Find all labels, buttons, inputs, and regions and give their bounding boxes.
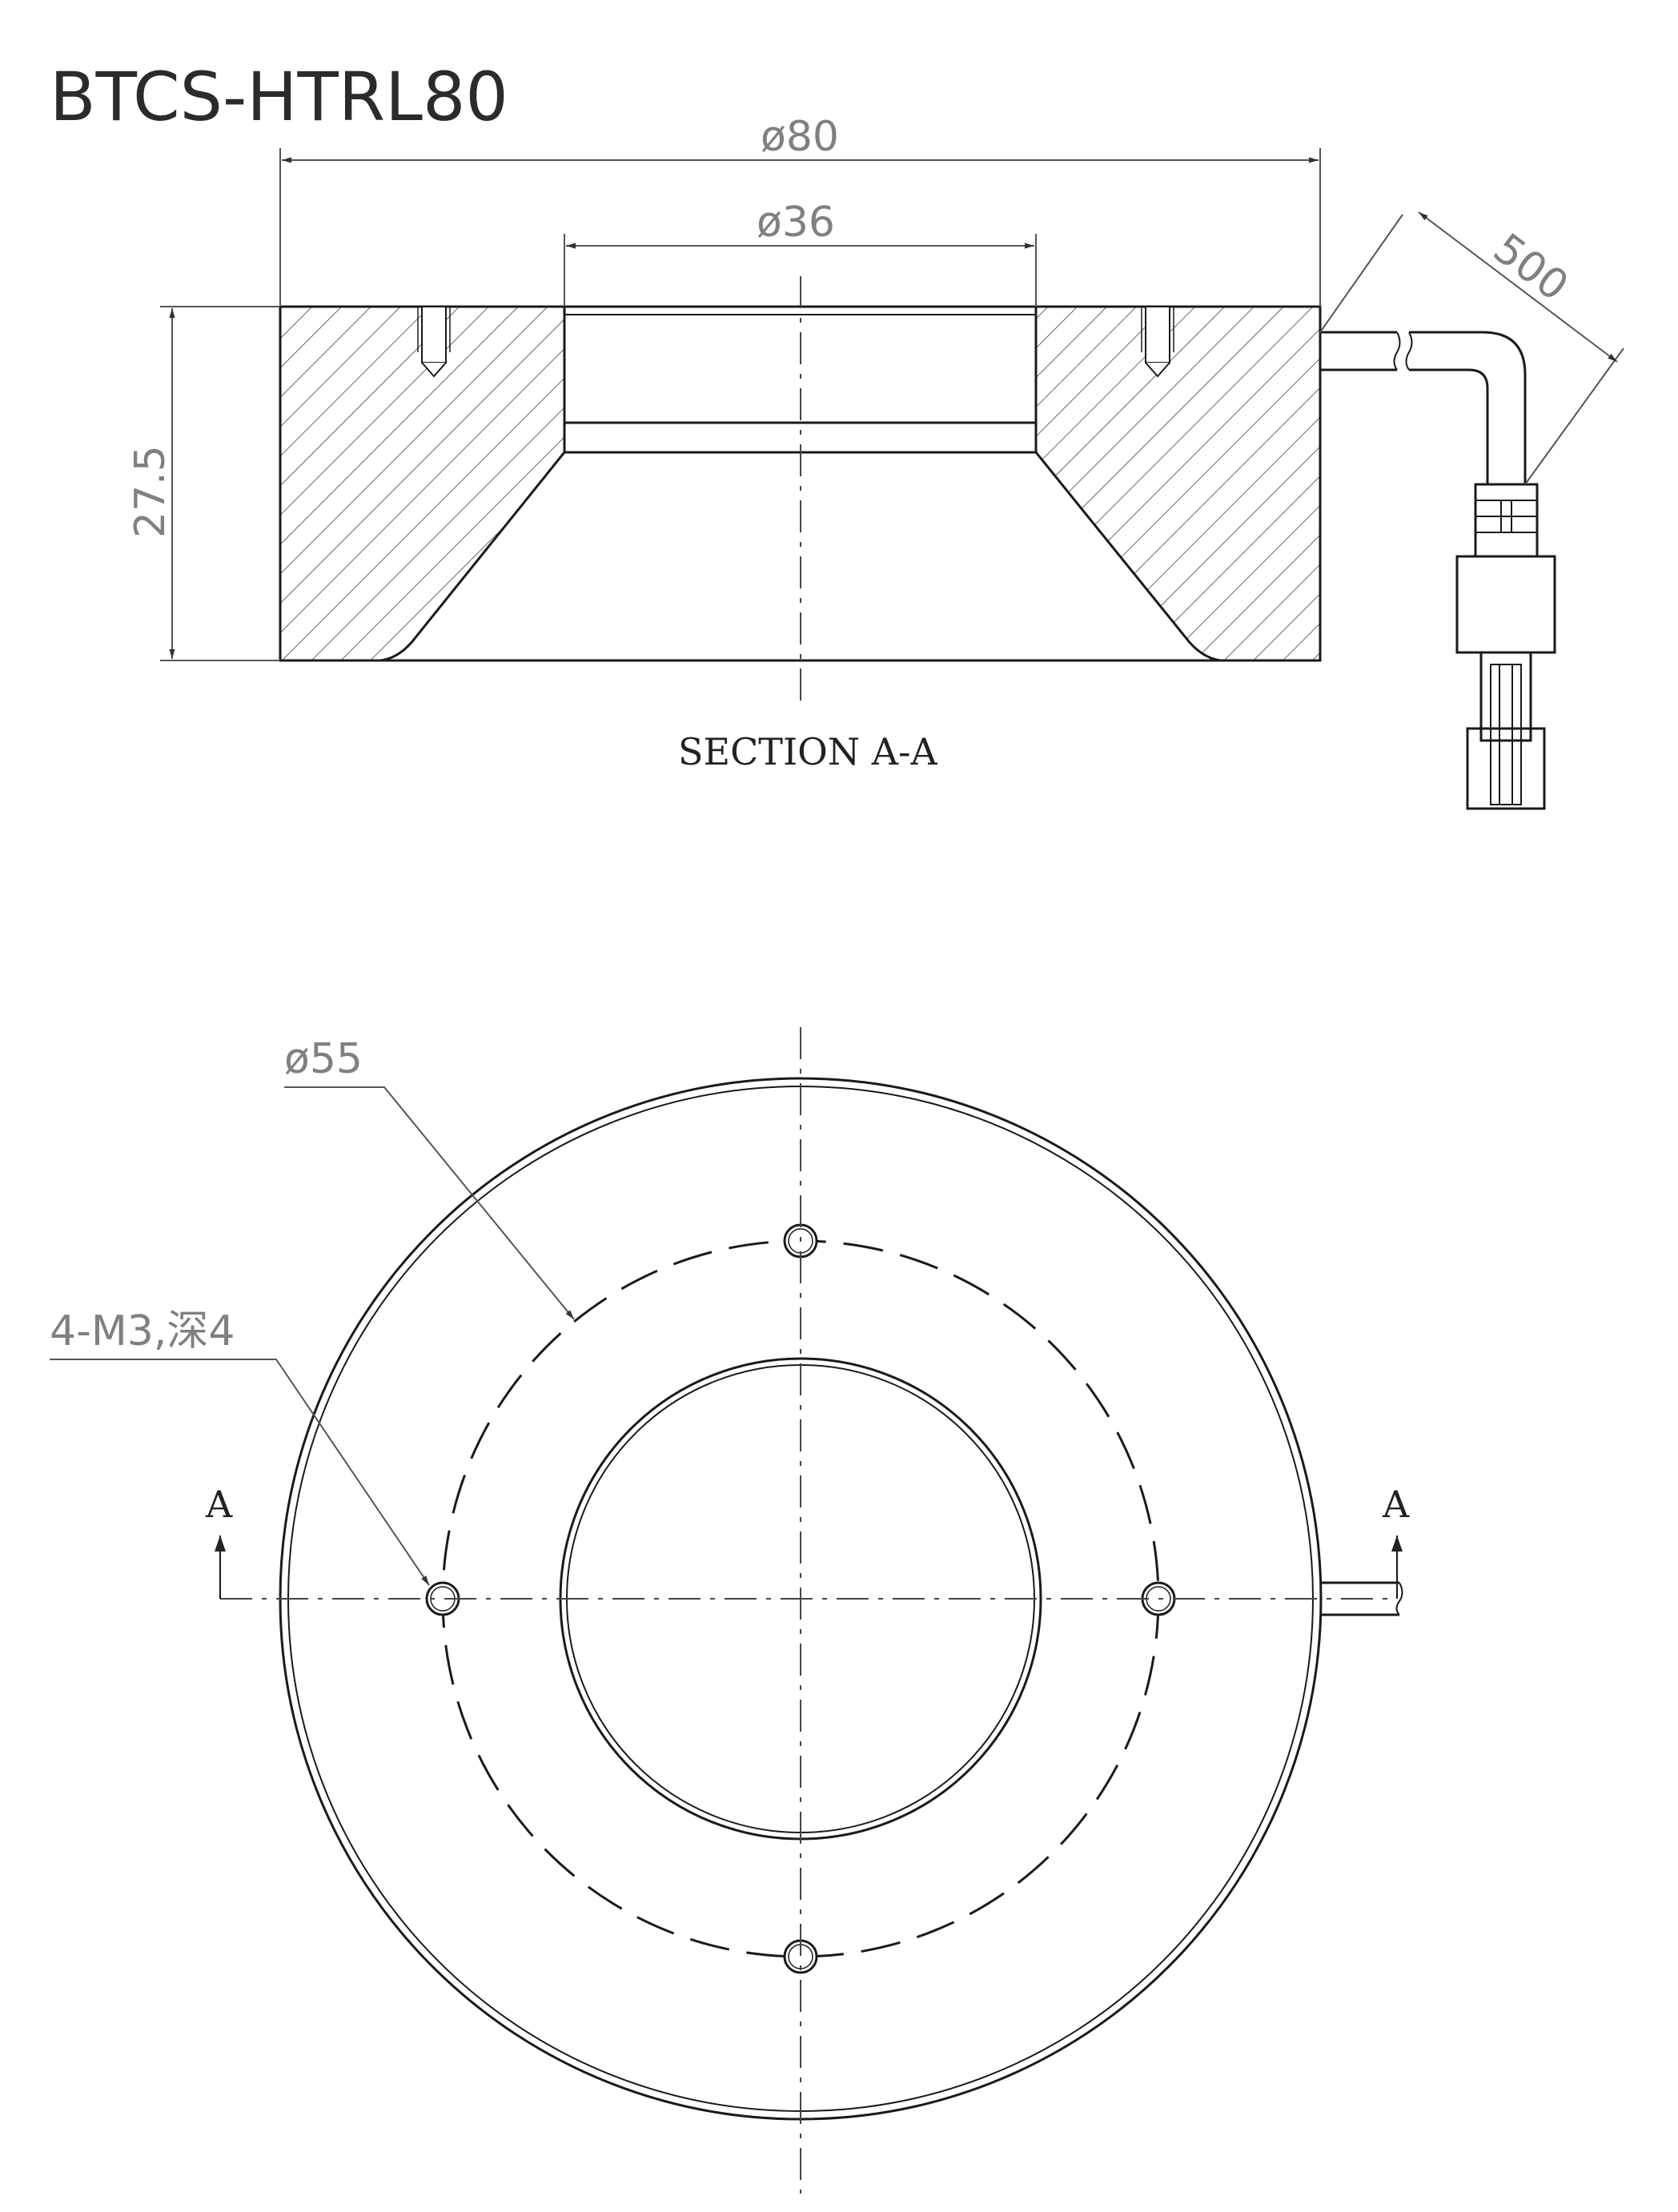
section-marker-right: A [1382,1483,1410,1526]
section-label: SECTION A-A [678,730,937,773]
dim-cable-length: 500 [1484,224,1576,311]
tapped-hole-right [1141,306,1174,378]
dim-holes: 4-M3,深4 [50,1307,235,1355]
section-marker-left: A [205,1483,233,1526]
leader-holes [50,1359,430,1586]
drawing-title: BTCS-HTRL80 [50,58,508,136]
cable [1320,331,1527,484]
right-wall-section [1034,305,1322,662]
cable-connector [1455,483,1556,810]
dim-outer-diameter: ø80 [761,113,839,161]
dim-inner-diameter: ø36 [757,199,835,247]
top-view: A A ø55 4-M3,深4 [50,1027,1410,2194]
tapped-hole-left [417,306,451,378]
dim-height: 27.5 [126,445,175,538]
leader-bolt-circle [284,1086,575,1320]
dim-line-cable-length [1418,211,1618,363]
dim-bolt-circle: ø55 [284,1035,363,1083]
section-view: ø80 ø36 27.5 500 SECTION A-A [126,113,1624,810]
